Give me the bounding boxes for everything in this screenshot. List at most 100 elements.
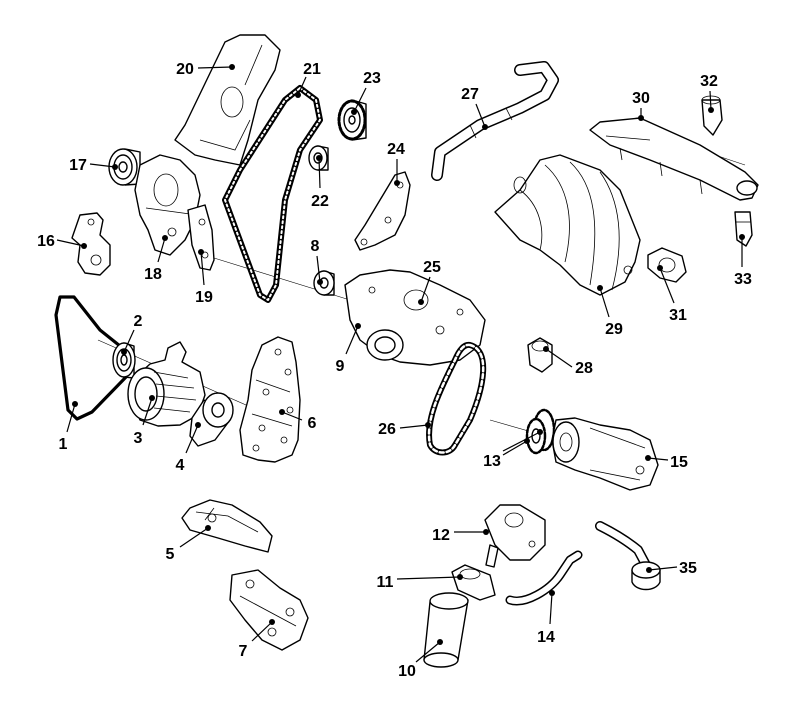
leader-dot [657,265,663,271]
callout-number: 26 [378,421,396,438]
part-18-pump-housing [134,154,201,256]
part-17-pulley [108,148,141,186]
leader-dot [121,349,127,355]
part-10-oil-filter [423,592,469,668]
leader-dot [394,180,400,186]
leader-line [142,397,153,426]
callout-number: 27 [461,86,479,103]
callout-number: 16 [37,233,55,250]
callout-19: 19 [195,249,213,306]
part-11-filter-adapter [451,564,496,601]
part-27-breather-pipe [431,61,559,181]
leader-line [316,255,321,283]
callout-20: 20 [176,61,235,78]
leader-dot [81,243,87,249]
part-28-cap [527,337,553,373]
leader-dot [549,590,555,596]
leader-line [502,440,528,456]
leader-dot [708,107,714,113]
leader-dot [425,422,431,428]
callout-number: 13 [483,453,501,470]
leader-dot [437,639,443,645]
leader-line [185,424,199,454]
callout-number: 20 [176,61,194,78]
callout-24: 24 [387,141,405,186]
leader-line [659,267,675,304]
part-16-bracket [71,212,111,276]
callout-13: 13 [483,429,543,470]
leader-line [502,431,541,452]
callout-32: 32 [700,73,718,113]
part-14-hose [505,550,583,606]
callout-number: 17 [69,157,87,174]
callout-10: 10 [398,639,443,680]
callout-6: 6 [279,409,317,432]
callout-35: 35 [646,560,697,577]
leader-line [545,348,573,368]
leader-dot [482,124,488,130]
leader-line [353,87,367,113]
leader-line [318,157,321,189]
leader-line [396,576,461,580]
leader-line [281,411,303,421]
callout-number: 6 [308,415,317,432]
part-33-injector [734,211,753,247]
callout-12: 12 [432,527,489,544]
leader-line [415,641,441,663]
part-30-fuel-rail [589,117,759,201]
part-25-front-cover [344,269,486,366]
callout-23: 23 [351,70,381,115]
leader-dot [597,285,603,291]
callout-number: 10 [398,663,416,680]
leader-line [89,163,116,168]
leader-dot [646,567,652,573]
leader-line [475,103,486,128]
leader-dot [355,323,361,329]
leader-line [648,566,678,571]
part-8-idler-pulley [313,270,335,296]
callout-27: 27 [461,86,488,130]
part-23-camshaft-gear [337,99,367,141]
callout-9: 9 [336,323,361,375]
leader-line [599,287,610,318]
callout-29: 29 [597,285,623,338]
callout-number: 21 [303,61,321,78]
callout-number: 29 [605,321,623,338]
leader-dot [739,234,745,240]
part-12-pump-unit [484,504,546,568]
part-24-bracket [354,171,411,251]
part-20-upper-timing-cover [174,34,281,166]
part-7-bracket [229,569,309,651]
part-9-oil-seal [366,329,404,361]
leader-line [200,251,205,286]
leader-dot [229,64,235,70]
callout-16: 16 [37,233,87,250]
callout-1: 1 [59,401,78,453]
leader-dot [457,574,463,580]
leader-dot [72,401,78,407]
part-35-dipstick-tube [595,521,661,591]
callout-number: 28 [575,360,593,377]
callout-number: 25 [423,259,441,276]
callout-22: 22 [311,155,329,210]
callout-33: 33 [734,234,752,288]
leader-line [345,325,359,355]
callout-25: 25 [418,259,441,305]
leader-dot [351,109,357,115]
part-5-bracket [181,499,273,553]
callout-number: 22 [311,193,329,210]
callout-number: 2 [134,313,143,330]
part-4-filter-element [189,392,234,447]
callout-number: 9 [336,358,345,375]
leader-dot [317,279,323,285]
callout-number: 5 [166,546,175,563]
callout-number: 3 [134,430,143,447]
callout-5: 5 [166,525,211,563]
leader-line [123,329,135,353]
leader-dot [537,429,543,435]
callout-26: 26 [378,421,431,438]
leader-line [179,527,209,548]
callout-14: 14 [537,590,555,646]
